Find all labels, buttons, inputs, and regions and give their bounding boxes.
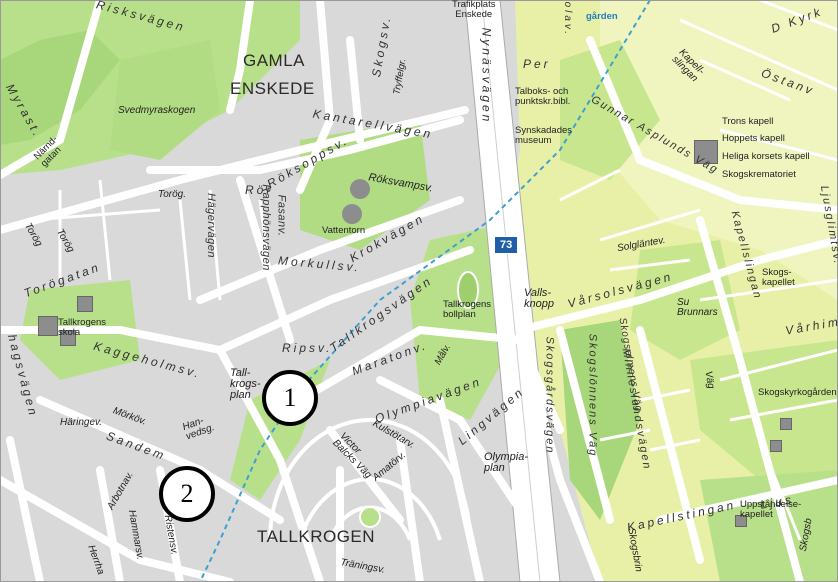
- place-heliga-korsets-kapell: Heliga korsets kapell: [722, 151, 810, 162]
- place-uppstandelsekapellet: Uppståndelse- kapellet: [740, 499, 802, 520]
- street-haringev: Häringev.: [60, 417, 103, 428]
- street-vag: Väg: [702, 370, 717, 390]
- place-garden: gården: [586, 11, 618, 22]
- place-olympiaplan: Olympia- plan: [484, 451, 529, 474]
- place-hoppets-kapell: Hoppets kapell: [722, 133, 785, 144]
- chapel-building-icon: [770, 440, 782, 452]
- place-tallkrogsplan: Tall- krogs- plan: [230, 367, 261, 401]
- route-73-shield: 73: [494, 236, 519, 254]
- place-skogskyrkogarden: Skogskyrkogården: [758, 387, 837, 398]
- school-building-icon: [77, 296, 93, 312]
- place-synskadades-museum: Synskadades museum: [515, 125, 573, 146]
- place-tallkrogens-bollplan: Tallkrogens bollplan: [443, 299, 492, 320]
- street-hagervagen: Hägervägen: [204, 193, 217, 258]
- place-tallkrogens-skola: Tallkrogens skola: [58, 317, 107, 338]
- street-ripsv: Ripsv.: [282, 341, 333, 355]
- place-svedmyraskogen: Svedmyraskogen: [118, 105, 196, 116]
- chapel-building-icon: [694, 140, 718, 164]
- street-su-brunnars: Su Brunnars: [677, 297, 718, 318]
- place-skogskapellet: Skogs- kapellet: [762, 267, 795, 288]
- street-rapphonsvagen: Rapphönsvägen: [259, 184, 272, 271]
- street-nynasvagen: Nynäsvägen: [479, 27, 494, 125]
- street-fasanv: Fasanv.: [275, 194, 288, 237]
- area-label-gamla: GAMLA: [243, 51, 306, 70]
- map-marker-2[interactable]: 2: [159, 466, 215, 522]
- area-label-enskede: ENSKEDE: [230, 79, 315, 98]
- chapel-building-icon: [735, 515, 747, 527]
- street-skogsgardsvagen: Skogsgårdsvägen: [543, 336, 556, 455]
- street-golav: golav.: [561, 0, 573, 37]
- place-skogskrematoriet: Skogskrematoriet: [722, 169, 796, 180]
- street-per: Per: [523, 57, 551, 71]
- place-valls-knopp: Valls- knopp: [524, 287, 554, 310]
- street-skogslonnens-vag: Skogslönnens Väg: [586, 333, 599, 458]
- street-ror: Rör: [245, 183, 274, 197]
- place-talboks-bibl: Talboks- och punktskr.bibl.: [515, 86, 571, 107]
- chapel-building-icon: [780, 418, 792, 430]
- map-marker-1[interactable]: 1: [262, 370, 318, 426]
- place-vattentorn: Vattentorn: [322, 225, 366, 236]
- school-building-icon: [38, 316, 58, 336]
- place-trons-kapell: Trons kapell: [722, 116, 774, 127]
- place-trafikplats-enskede: Trafikplats Enskede: [452, 0, 496, 20]
- area-label-tallkrogen: TALLKROGEN: [257, 527, 376, 546]
- school-building-icon: [60, 330, 76, 346]
- street-torog: Torög.: [158, 189, 186, 200]
